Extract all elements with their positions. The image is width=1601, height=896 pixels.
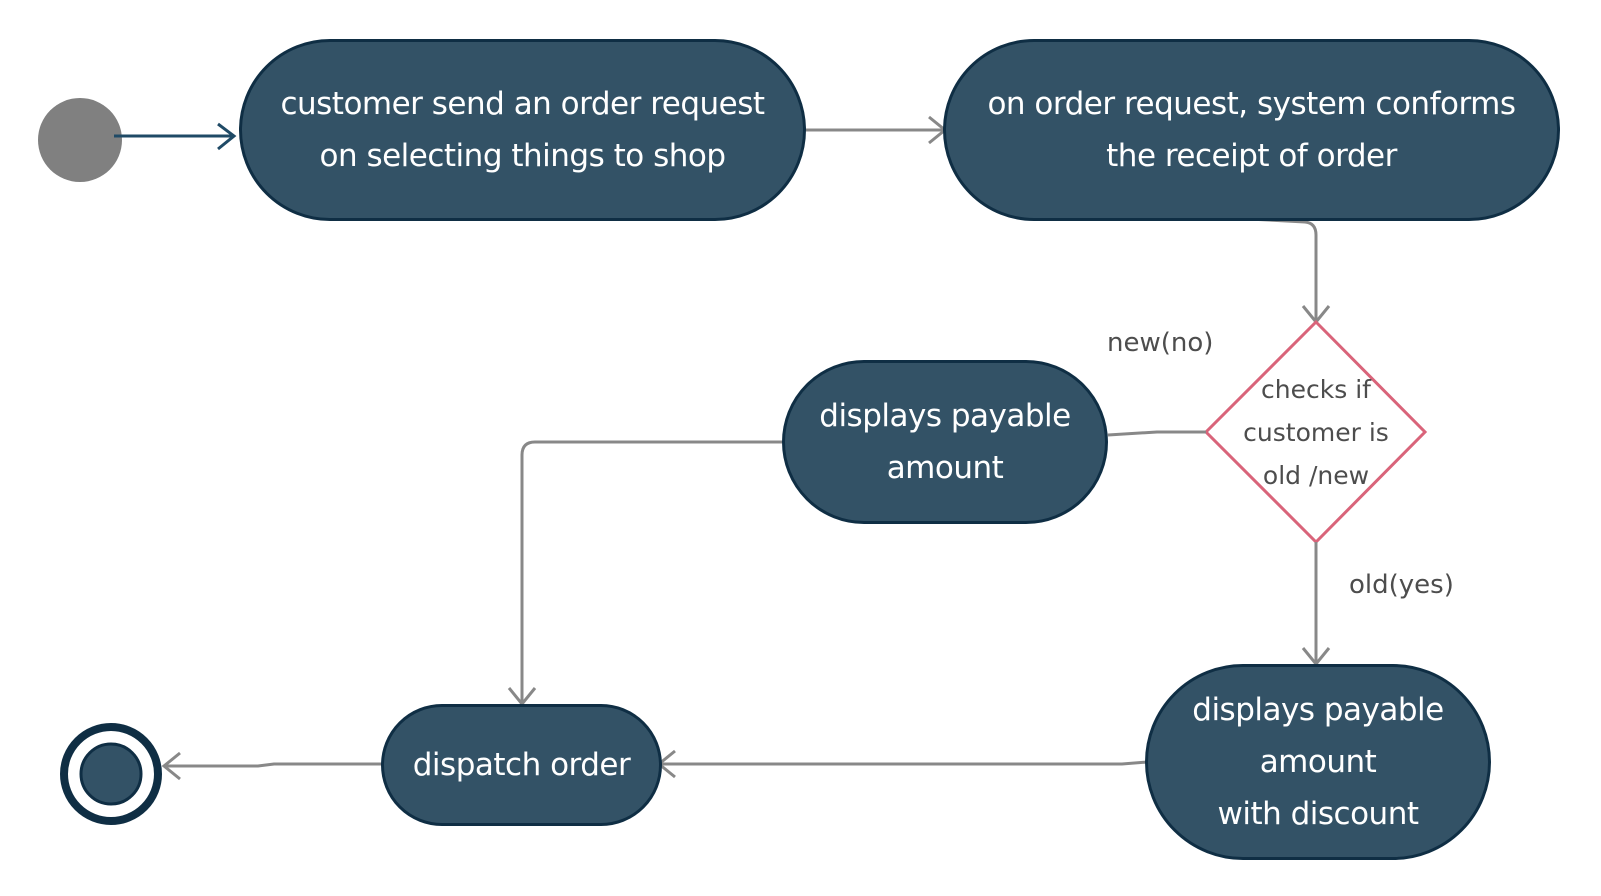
node-payable-discount-label: displays payable amount with discount [1192,692,1444,832]
node-dispatch-label: dispatch order [412,747,631,783]
node-payable-amount: displays payable amount [782,360,1108,524]
edge-payable-discount-to-dispatch [659,760,1149,766]
initial-node [38,98,122,182]
node-confirm-receipt: on order request, system conforms the re… [943,39,1560,221]
node-dispatch: dispatch order [381,704,662,826]
edge-confirm-receipt-to-decision [1248,217,1318,322]
node-order-request-label: customer send an order request on select… [280,86,765,174]
edge-label-new: new(no) [1107,328,1214,358]
node-confirm-receipt-label: on order request, system conforms the re… [987,86,1516,174]
final-node-inner [79,742,143,806]
node-payable-discount: displays payable amount with discount [1145,664,1491,860]
edge-decision-to-payable-amount [1107,430,1206,437]
decision-label: checks if customer is old /new [1243,375,1389,490]
arrowhead-final [161,751,181,781]
node-order-request: customer send an order request on select… [239,39,806,221]
node-payable-amount-label: displays payable amount [819,398,1071,486]
edge-label-old: old(yes) [1349,570,1454,600]
edge-dispatch-to-final [164,762,381,768]
arrowhead-order-request [217,122,237,151]
edge-payable-amount-to-dispatch [520,440,782,704]
